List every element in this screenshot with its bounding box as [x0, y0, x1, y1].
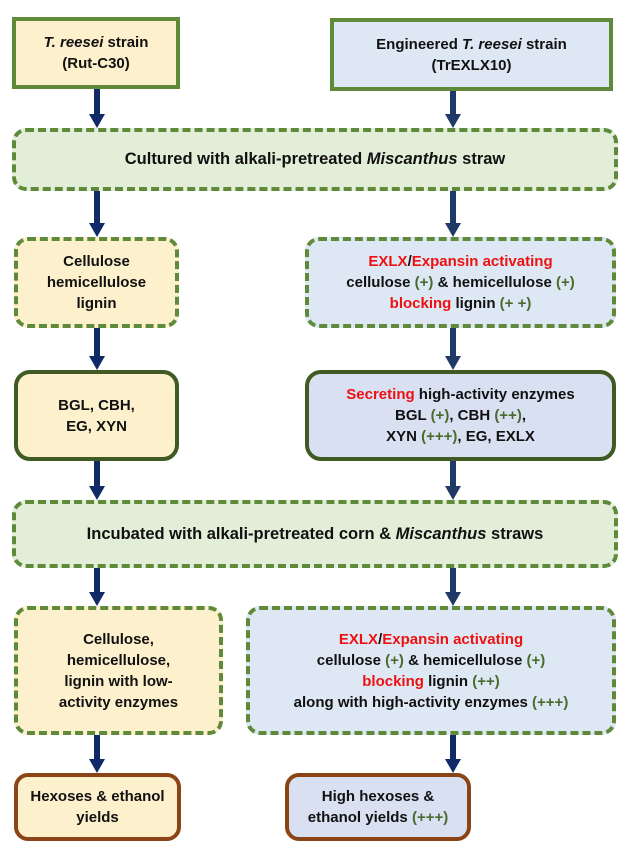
- arrow-incubation-to-engineered-result: [445, 568, 461, 606]
- text: , CBH: [449, 407, 495, 424]
- strain-label: strain: [521, 35, 567, 53]
- result-line: lignin with low-: [64, 672, 173, 690]
- culture-text-end: straw: [457, 150, 506, 168]
- arrow-enzymes-to-incubation: [89, 461, 105, 500]
- level-indicator: (+): [385, 651, 404, 669]
- wild-substrates-box: Cellulose hemicellulose lignin: [14, 237, 179, 328]
- arrow-activation-to-secretion: [445, 328, 461, 370]
- level-indicator: (+): [555, 274, 575, 291]
- level-indicator: (+ +): [499, 295, 532, 312]
- arrow-engineered-result-to-yield: [445, 735, 461, 773]
- wild-type-strain-box: T. reesei strain (Rut-C30): [12, 17, 180, 89]
- incubation-step-box: Incubated with alkali-pretreated corn & …: [12, 500, 618, 568]
- yield-line: Hexoses & ethanol: [30, 788, 165, 805]
- blocking-label: blocking: [362, 672, 424, 690]
- level-indicator: (+): [430, 407, 450, 424]
- genus-name: Miscanthus: [395, 524, 487, 543]
- yield-line: ethanol yields: [307, 809, 412, 826]
- arrow-substrates-to-enzymes: [89, 328, 105, 370]
- level-indicator: (+++): [532, 693, 569, 711]
- wild-enzymes-box: BGL, CBH, EG, XYN: [14, 370, 179, 461]
- text: lignin: [451, 295, 500, 312]
- species-name: T. reesei: [43, 34, 104, 51]
- secretion-box: Secreting high-activity enzymes BGL (+),…: [305, 370, 616, 461]
- exlx-label: EXLX: [368, 253, 408, 270]
- result-line: Cellulose,: [83, 630, 154, 648]
- incubation-text: Incubated with alkali-pretreated corn &: [86, 524, 396, 543]
- result-line: hemicellulose,: [66, 651, 171, 669]
- strain-id: (TrEXLX10): [431, 56, 512, 74]
- expansin-activation-box: EXLX/Expansin activating cellulose (+) &…: [305, 237, 616, 328]
- level-indicator: (+): [414, 274, 434, 291]
- enzyme-line: EG, XYN: [66, 417, 127, 435]
- enzyme-line: BGL, CBH,: [58, 396, 135, 414]
- text: cellulose: [346, 274, 415, 291]
- result-line: activity enzymes: [58, 693, 179, 711]
- culture-step-box: Cultured with alkali-pretreated Miscanth…: [12, 128, 618, 191]
- text: BGL: [395, 407, 431, 424]
- separator: /: [407, 253, 412, 270]
- text: lignin: [423, 672, 473, 690]
- wild-incubation-result-box: Cellulose, hemicellulose, lignin with lo…: [14, 606, 223, 735]
- yield-line: High hexoses &: [321, 788, 435, 805]
- text: XYN: [386, 428, 422, 445]
- strain-label: strain: [103, 34, 149, 51]
- engineered-yield-box: High hexoses & ethanol yields (+++): [285, 773, 471, 841]
- arrow-wild-result-to-yield: [89, 735, 105, 773]
- blocking-label: blocking: [389, 295, 452, 312]
- text: & hemicellulose: [433, 274, 556, 291]
- yield-line: yields: [76, 809, 119, 826]
- arrow-culture-to-substrates: [89, 191, 105, 237]
- secreting-label: Secreting: [346, 386, 415, 403]
- substrate-lignin: lignin: [76, 295, 117, 312]
- text: along with high-activity enzymes: [293, 693, 533, 711]
- engineered-incubation-result-box: EXLX/Expansin activating cellulose (+) &…: [246, 606, 616, 735]
- text: ,: [521, 407, 526, 424]
- substrate-cellulose: Cellulose: [63, 253, 130, 270]
- text: , EG, EXLX: [457, 428, 535, 445]
- incubation-text-end: straws: [486, 524, 544, 543]
- strain-id: (Rut-C30): [62, 55, 130, 72]
- arrow-incubation-to-wild-result: [89, 568, 105, 606]
- genus-name: Miscanthus: [366, 150, 458, 168]
- text: & hemicellulose: [403, 651, 527, 669]
- arrow-secretion-to-incubation: [445, 461, 461, 500]
- engineered-label: Engineered: [376, 35, 463, 53]
- species-name: T. reesei: [462, 35, 522, 53]
- exlx-label: EXLX: [338, 630, 379, 648]
- text: cellulose: [316, 651, 386, 669]
- wild-yield-box: Hexoses & ethanol yields: [14, 773, 181, 841]
- culture-text: Cultured with alkali-pretreated: [124, 150, 367, 168]
- arrow-strain-to-culture-right: [445, 91, 461, 128]
- level-indicator: (+++): [421, 428, 458, 445]
- arrow-strain-to-culture-left: [89, 89, 105, 128]
- substrate-hemicellulose: hemicellulose: [46, 274, 147, 291]
- level-indicator: (++): [472, 672, 500, 690]
- separator: /: [378, 630, 383, 648]
- expansin-label: Expansin activating: [411, 253, 553, 270]
- level-indicator: (+++): [411, 809, 449, 826]
- engineered-strain-box: Engineered T. reesei strain (TrEXLX10): [330, 18, 613, 91]
- expansin-label: Expansin activating: [382, 630, 524, 648]
- level-indicator: (++): [494, 407, 522, 424]
- arrow-culture-to-activation: [445, 191, 461, 237]
- level-indicator: (+): [526, 651, 546, 669]
- text: high-activity enzymes: [414, 386, 575, 403]
